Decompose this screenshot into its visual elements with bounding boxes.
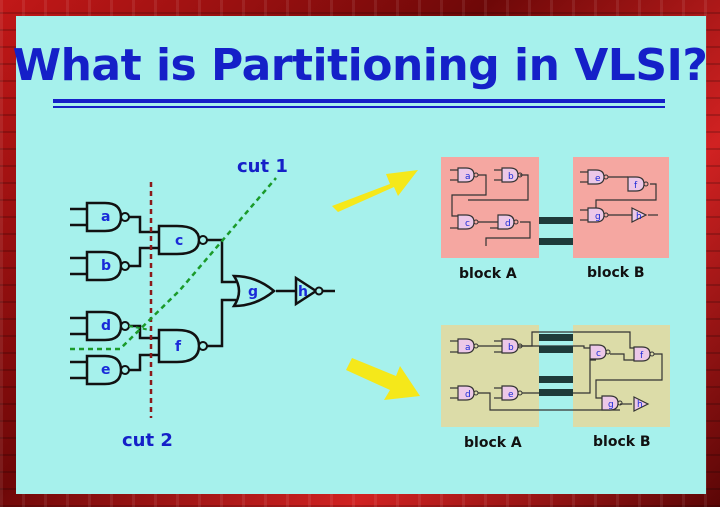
cut1-line-branch — [128, 325, 151, 331]
top-connection-bar — [539, 217, 573, 224]
small-gate-label: a — [465, 343, 471, 353]
gate-f — [157, 328, 208, 364]
bottom-connection-bar — [539, 346, 573, 353]
small-gate-label: f — [640, 351, 644, 361]
small-gate-label: b — [508, 343, 514, 353]
gate-label: f — [175, 339, 182, 355]
small-gate-label: f — [634, 181, 638, 191]
top-block-a — [441, 157, 539, 258]
bottom-block-b — [573, 325, 670, 427]
title-underline-thin — [53, 106, 665, 108]
small-gate-label: d — [465, 390, 471, 400]
left-gate-labels: a b c d e f g h — [101, 209, 308, 378]
bottom-connection-bar — [539, 376, 573, 383]
small-gate-label: a — [465, 172, 471, 182]
top-buffer-icon — [631, 207, 648, 223]
arrow-bottom-icon — [346, 358, 420, 400]
small-gate-label: c — [465, 219, 470, 229]
bottom-block-a — [441, 325, 539, 427]
top-block-a-label: block A — [459, 266, 517, 282]
small-gate-label: e — [595, 174, 601, 184]
bottom-buffer-icon — [633, 396, 650, 412]
gate-label: d — [101, 318, 111, 334]
bottom-connection-bar — [539, 334, 573, 341]
gate-label: b — [101, 258, 111, 274]
bottom-small-labels: a b d e c f g h — [465, 343, 644, 410]
title-underline — [53, 99, 665, 103]
bottom-connection-bar — [539, 389, 573, 396]
small-gate-label: c — [596, 349, 601, 359]
gate-c — [157, 224, 208, 256]
left-circuit-wires — [70, 207, 335, 380]
gate-label: e — [101, 362, 111, 378]
small-gate-label: b — [508, 172, 514, 182]
cut1-label: cut 1 — [237, 156, 288, 177]
arrow-top-icon — [332, 170, 418, 212]
small-gate-label: g — [595, 212, 601, 222]
top-block-wires — [450, 169, 658, 246]
small-gate-label: g — [608, 400, 614, 410]
small-gate-label: e — [508, 390, 514, 400]
bottom-block-b-label: block B — [593, 434, 651, 450]
page-title: What is Partitioning in VLSI? — [12, 40, 708, 91]
bottom-block-a-label: block A — [464, 435, 522, 451]
gate-label: c — [175, 233, 183, 249]
gate-h — [294, 275, 324, 307]
top-connection-bar — [539, 238, 573, 245]
gate-label: a — [101, 209, 110, 225]
top-block-b-label: block B — [587, 265, 645, 281]
bottom-block-wires — [450, 331, 663, 411]
small-gate-label: h — [636, 212, 642, 222]
gate-g — [231, 274, 276, 308]
small-gate-label: d — [505, 219, 511, 229]
cut1-line — [70, 177, 277, 351]
gate-label: h — [298, 284, 308, 300]
gate-label: g — [248, 284, 258, 300]
top-small-labels: a b c d e f g h — [465, 172, 642, 229]
small-gate-label: h — [637, 400, 643, 410]
cut2-label: cut 2 — [122, 430, 173, 451]
